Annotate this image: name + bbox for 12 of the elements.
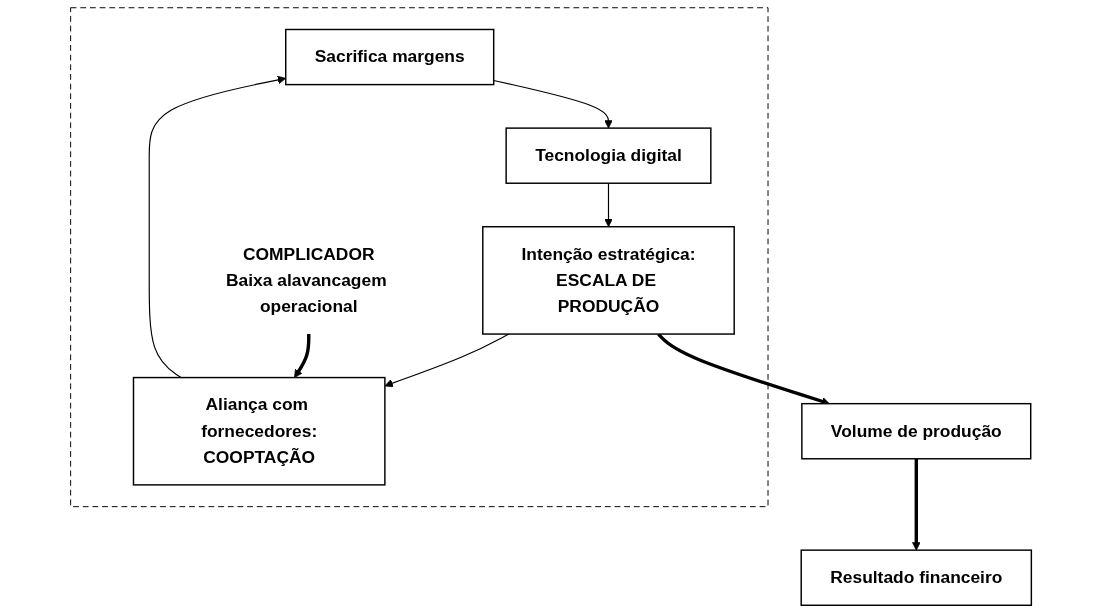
arrow [912, 458, 921, 551]
node-box: Intenção estratégica: ESCALA DE PRODUÇÃO [482, 226, 735, 335]
node-text: COMPLICADOR Baixa alavancagem operacional [226, 244, 387, 316]
node-box: Resultado financeiro [800, 549, 1033, 606]
node-box: Tecnologia digital [505, 127, 712, 184]
node-box: Sacrifica margens [285, 28, 495, 86]
arrow [604, 182, 613, 228]
arrow [294, 334, 311, 378]
node-box: Volume de produção [801, 402, 1032, 460]
arrow [493, 79, 613, 129]
cluster [70, 7, 769, 508]
node-box: Aliança com fornecedores: COOPTAÇÃO [132, 376, 386, 486]
